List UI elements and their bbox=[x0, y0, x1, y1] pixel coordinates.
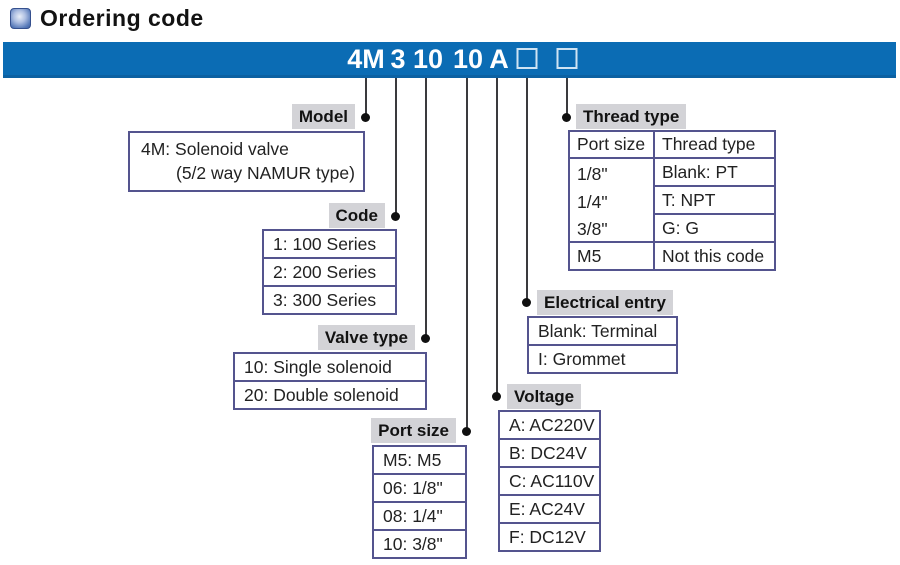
electrical-entry-label: Electrical entry bbox=[537, 290, 673, 315]
connector-line-model bbox=[365, 78, 367, 114]
voltage-row: A: AC220V bbox=[500, 412, 599, 440]
connector-line-port-size bbox=[466, 78, 468, 428]
port-size-row: M5: M5 bbox=[374, 447, 465, 475]
port-size-value: 1/8" bbox=[577, 164, 608, 184]
code-label: Code bbox=[328, 203, 385, 228]
voltage-row: C: AC110V bbox=[500, 468, 599, 496]
page-header: Ordering code bbox=[10, 5, 204, 32]
voltage-row: B: DC24V bbox=[500, 440, 599, 468]
code-placeholder-electrical-entry bbox=[516, 48, 538, 69]
port-size-value: 1/4" bbox=[577, 191, 608, 212]
electrical-entry-row: Blank: Terminal bbox=[529, 318, 676, 346]
thread-type-header-port-size: Port size bbox=[570, 132, 655, 159]
connector-line-electrical-entry bbox=[526, 78, 528, 299]
port-size-value: 3/8" bbox=[577, 219, 608, 239]
code-part-series: 3 bbox=[390, 44, 406, 74]
valve-type-box: 10: Single solenoid 20: Double solenoid bbox=[233, 352, 427, 410]
voltage-row: E: AC24V bbox=[500, 496, 599, 524]
code-part-voltage: A bbox=[489, 44, 509, 74]
code-row: 3: 300 Series bbox=[273, 290, 377, 310]
code-row: 2: 200 Series bbox=[264, 259, 395, 287]
thread-type-label: Thread type bbox=[576, 104, 687, 129]
port-size-box: M5: M5 06: 1/8" 08: 1/4" 10: 3/8" bbox=[372, 445, 467, 559]
port-size-row: 08: 1/4" bbox=[374, 503, 465, 531]
valve-type-label: Valve type bbox=[317, 325, 415, 350]
thread-type-row: T: NPT bbox=[655, 187, 774, 215]
electrical-entry-row: I: Grommet bbox=[538, 349, 626, 369]
voltage-row: F: DC12V bbox=[509, 527, 586, 547]
connector-line-valve-type bbox=[425, 78, 427, 335]
electrical-entry-box: Blank: Terminal I: Grommet bbox=[527, 316, 678, 374]
thread-type-m5-value: Not this code bbox=[662, 245, 765, 266]
connector-dot-code bbox=[391, 212, 400, 221]
code-row: 1: 100 Series bbox=[264, 231, 395, 259]
thread-type-port-sizes-cell: 1/8" 1/4" 3/8" bbox=[570, 159, 655, 243]
model-box: 4M: Solenoid valve (5/2 way NAMUR type) bbox=[128, 131, 365, 192]
thread-type-row: G: G bbox=[655, 215, 774, 243]
connector-dot-voltage bbox=[492, 392, 501, 401]
model-line-2: (5/2 way NAMUR type) bbox=[176, 163, 355, 183]
code-banner bbox=[3, 42, 896, 78]
page-title: Ordering code bbox=[40, 5, 204, 31]
code-part-model: 4M bbox=[347, 44, 385, 74]
port-size-row: 10: 3/8" bbox=[383, 534, 443, 554]
model-label: Model bbox=[291, 104, 355, 129]
model-line-1: 4M: Solenoid valve bbox=[141, 139, 289, 159]
code-placeholder-thread-type bbox=[556, 48, 578, 69]
code-part-valve-type: 10 bbox=[412, 44, 444, 74]
connector-line-thread-type bbox=[566, 78, 568, 114]
thread-type-table: Port size Thread type 1/8" 1/4" 3/8" Bla… bbox=[568, 130, 776, 271]
thread-type-row: Blank: PT bbox=[655, 159, 774, 187]
connector-line-code bbox=[395, 78, 397, 213]
connector-dot-model bbox=[361, 113, 370, 122]
connector-dot-valve-type bbox=[421, 334, 430, 343]
connector-dot-port-size bbox=[462, 427, 471, 436]
port-size-label: Port size bbox=[371, 418, 456, 443]
valve-type-row: 10: Single solenoid bbox=[235, 354, 425, 382]
thread-type-m5-cell: M5 bbox=[570, 243, 655, 269]
voltage-box: A: AC220V B: DC24V C: AC110V E: AC24V F:… bbox=[498, 410, 601, 552]
connector-dot-electrical-entry bbox=[522, 298, 531, 307]
port-size-row: 06: 1/8" bbox=[374, 475, 465, 503]
code-part-port-size: 10 bbox=[452, 44, 484, 74]
voltage-label: Voltage bbox=[507, 384, 582, 409]
connector-dot-thread-type bbox=[562, 113, 571, 122]
section-bullet-icon bbox=[10, 8, 31, 29]
code-box: 1: 100 Series 2: 200 Series 3: 300 Serie… bbox=[262, 229, 397, 315]
valve-type-row: 20: Double solenoid bbox=[244, 385, 399, 405]
connector-line-voltage bbox=[496, 78, 498, 393]
thread-type-header-thread-type: Thread type bbox=[655, 132, 774, 159]
